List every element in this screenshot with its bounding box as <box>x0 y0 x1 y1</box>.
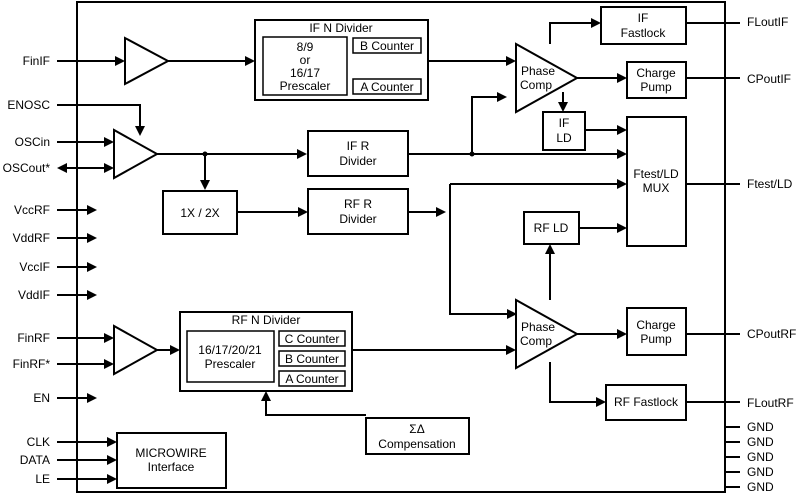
charge-pump-if-line1: Charge <box>636 66 676 80</box>
osc-amplifier <box>113 128 160 180</box>
pin-vddrf: VddRF <box>13 231 50 245</box>
if-n-divider: IF N Divider 8/9 or 16/17 Prescaler B Co… <box>254 19 429 101</box>
if-fastlock-line1: IF <box>638 11 649 25</box>
rf-prescaler-line2: Prescaler <box>205 357 256 371</box>
rf-ld-label: RF LD <box>534 221 569 235</box>
pin-gnd-3: GND <box>747 450 774 464</box>
right-pins: FLoutIF CPoutIF Ftest/LD CPoutRF FLoutRF… <box>747 15 796 494</box>
pin-enosc: ENOSC <box>7 98 50 112</box>
if-prescaler-line1: 8/9 <box>297 40 314 54</box>
pin-gnd-1: GND <box>747 420 774 434</box>
frequency-multiplier: 1X / 2X <box>162 190 238 235</box>
rf-c-counter: C Counter <box>285 332 340 346</box>
phase-comp-if-line2: Comp <box>520 78 552 92</box>
if-r-divider: IF R Divider <box>307 130 409 177</box>
pin-cpoutrf: CPoutRF <box>747 327 796 341</box>
rf-n-divider-title: RF N Divider <box>232 313 301 327</box>
pin-gnd-4: GND <box>747 465 774 479</box>
sd-comp-line1: ΣΔ <box>409 422 424 436</box>
charge-pump-if: Charge Pump <box>626 61 687 99</box>
if-amplifier <box>124 36 171 86</box>
ftest-ld-mux: Ftest/LD MUX <box>626 116 687 247</box>
pin-finif: FinIF <box>23 54 50 68</box>
pin-clk: CLK <box>27 435 50 449</box>
if-b-counter: B Counter <box>360 39 414 53</box>
phase-comp-rf: Phase Comp <box>515 298 580 370</box>
if-prescaler-line3: 16/17 <box>290 66 320 80</box>
charge-pump-if-line2: Pump <box>640 80 672 94</box>
if-ld-line1: IF <box>559 116 570 130</box>
charge-pump-rf-line1: Charge <box>636 318 676 332</box>
rf-prescaler-line1: 16/17/20/21 <box>198 343 262 357</box>
mux-line2: MUX <box>643 181 670 195</box>
rf-n-divider: RF N Divider 16/17/20/21 Prescaler C Cou… <box>179 311 353 392</box>
microwire-interface: MICROWIRE Interface <box>116 432 227 489</box>
wires <box>57 18 740 488</box>
pin-vddif: VddIF <box>18 288 50 302</box>
pin-finrf-bar: FinRF* <box>13 357 51 371</box>
pin-floutrf: FLoutRF <box>747 396 794 410</box>
rf-r-divider-line2: Divider <box>339 212 376 226</box>
rf-fastlock: RF Fastlock <box>605 384 687 421</box>
pin-finrf: FinRF <box>17 331 50 345</box>
if-ld: IF LD <box>542 111 586 151</box>
left-pins: FinIF ENOSC OSCin OSCout* VccRF VddRF Vc… <box>3 54 51 486</box>
pin-data: DATA <box>20 453 50 467</box>
rf-b-counter: B Counter <box>285 352 339 366</box>
if-ld-line2: LD <box>556 131 572 145</box>
if-r-divider-line2: Divider <box>339 154 376 168</box>
if-n-divider-title: IF N Divider <box>309 21 372 35</box>
pin-ftest-ld: Ftest/LD <box>747 177 793 191</box>
rf-r-divider: RF R Divider <box>307 188 409 235</box>
phase-comp-if-line1: Phase <box>521 64 555 78</box>
charge-pump-rf: Charge Pump <box>626 307 687 356</box>
pin-floutif: FLoutIF <box>747 15 788 29</box>
if-fastlock-line2: Fastlock <box>621 26 667 40</box>
phase-comp-rf-line2: Comp <box>520 334 552 348</box>
phase-comp-rf-line1: Phase <box>521 320 555 334</box>
pin-vccif: VccIF <box>19 260 50 274</box>
pin-oscin: OSCin <box>15 135 50 149</box>
rf-r-divider-line1: RF R <box>344 197 372 211</box>
sd-comp-line2: Compensation <box>378 437 455 451</box>
mux-line1: Ftest/LD <box>633 167 679 181</box>
pin-oscout: OSCout* <box>3 161 51 175</box>
multiplier-label: 1X / 2X <box>180 206 219 220</box>
microwire-line1: MICROWIRE <box>135 446 206 460</box>
if-fastlock: IF Fastlock <box>600 6 687 45</box>
pin-vccrf: VccRF <box>14 203 50 217</box>
if-prescaler-line4: Prescaler <box>280 79 331 93</box>
rf-amplifier <box>113 324 160 376</box>
if-prescaler-line2: or <box>300 53 311 67</box>
pin-en: EN <box>33 391 50 405</box>
rf-ld: RF LD <box>523 211 580 245</box>
charge-pump-rf-line2: Pump <box>640 332 672 346</box>
pin-cpoutif: CPoutIF <box>747 72 791 86</box>
sigma-delta-compensation: ΣΔ Compensation <box>365 417 470 455</box>
if-r-divider-line1: IF R <box>347 139 370 153</box>
rf-fastlock-label: RF Fastlock <box>614 395 679 409</box>
pin-gnd-2: GND <box>747 435 774 449</box>
pin-gnd-5: GND <box>747 480 774 494</box>
microwire-line2: Interface <box>148 460 195 474</box>
pin-le: LE <box>35 472 50 486</box>
rf-a-counter: A Counter <box>285 372 338 386</box>
phase-comp-if: Phase Comp <box>515 42 580 114</box>
if-a-counter: A Counter <box>360 80 413 94</box>
